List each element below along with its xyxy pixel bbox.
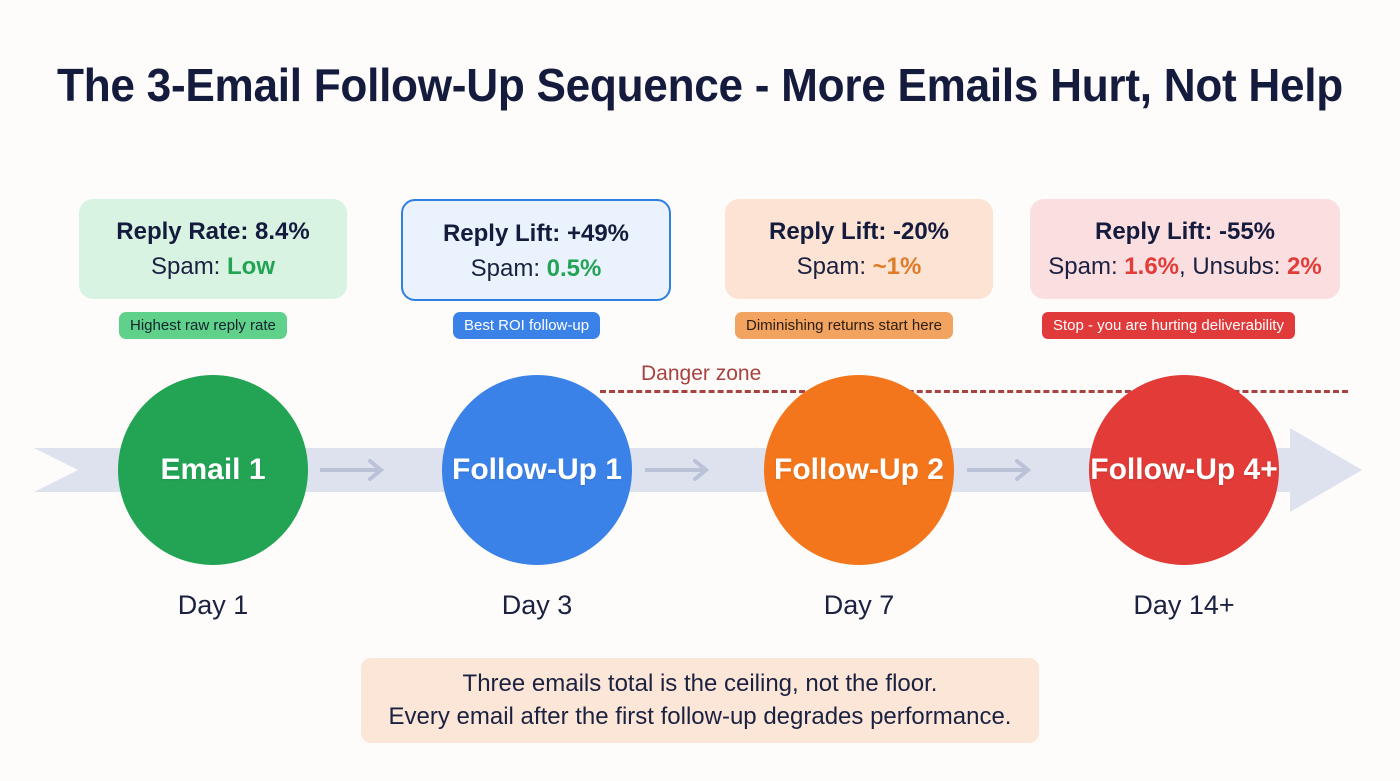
stat-card-2: Reply Lift: +49% Spam: 0.5% — [401, 199, 671, 301]
stat-card-2-spam-prefix: Spam: — [470, 254, 547, 282]
stat-card-4-metric: Reply Lift: -55% — [1094, 218, 1276, 245]
page-title: The 3-Email Follow-Up Sequence - More Em… — [57, 59, 1343, 111]
day-label-2: Day 3 — [501, 590, 573, 620]
stat-card-4: Reply Lift: -55% Spam: 1.6%, Unsubs: 2% — [1030, 199, 1340, 299]
stat-card-4-spam-prefix: Spam: — [1048, 252, 1125, 280]
stat-card-3-metric: Reply Lift: -20% — [768, 218, 950, 245]
footer-callout: Three emails total is the ceiling, not t… — [361, 658, 1039, 743]
stat-card-2-metric: Reply Lift: +49% — [442, 220, 630, 247]
stage-node-2[interactable]: Follow-Up 1 — [442, 375, 632, 565]
stat-card-3-spam-value: ~1% — [872, 252, 922, 280]
danger-zone-label: Danger zone — [641, 362, 762, 385]
day-label-4: Day 14+ — [1133, 590, 1235, 620]
stat-card-1-spam-prefix: Spam: — [150, 252, 228, 280]
badge-stage-4: Stop - you are hurting deliverability — [1042, 312, 1295, 339]
stat-card-1-spam: Spam: Low — [79, 251, 347, 283]
danger-zone-line — [600, 390, 1348, 393]
badge-stage-3: Diminishing returns start here — [735, 312, 953, 339]
stat-card-3-spam: Spam: ~1% — [725, 251, 993, 283]
timeline-arrowhead-icon — [1290, 428, 1362, 512]
stat-card-1-spam-value: Low — [227, 252, 276, 280]
footer-line-1: Three emails total is the ceiling, not t… — [462, 670, 938, 697]
stage-node-4[interactable]: Follow-Up 4+ — [1089, 375, 1279, 565]
connector-arrow-2-icon — [643, 459, 717, 481]
day-label-1: Day 1 — [177, 590, 249, 620]
stat-card-2-spam-value: 0.5% — [546, 254, 602, 282]
stat-card-1-metric: Reply Rate: 8.4% — [116, 218, 310, 245]
stat-card-4-spam-suffix: , Unsubs: — [1179, 252, 1288, 280]
day-label-3: Day 7 — [823, 590, 895, 620]
stat-card-2-spam: Spam: 0.5% — [403, 253, 669, 285]
stage-node-1[interactable]: Email 1 — [118, 375, 308, 565]
stat-card-1: Reply Rate: 8.4% Spam: Low — [79, 199, 347, 299]
connector-arrow-3-icon — [965, 459, 1039, 481]
badge-stage-1: Highest raw reply rate — [119, 312, 287, 339]
badge-stage-2: Best ROI follow-up — [453, 312, 601, 339]
stat-card-3-spam-prefix: Spam: — [796, 252, 873, 280]
stat-card-4-spam-value: 1.6% — [1124, 252, 1179, 280]
stage-node-3[interactable]: Follow-Up 2 — [764, 375, 954, 565]
stat-card-3: Reply Lift: -20% Spam: ~1% — [725, 199, 993, 299]
stat-card-4-spam: Spam: 1.6%, Unsubs: 2% — [1030, 251, 1340, 283]
stat-card-4-unsubs-value: 2% — [1287, 252, 1322, 280]
footer-line-2: Every email after the first follow-up de… — [388, 703, 1012, 730]
connector-arrow-1-icon — [318, 459, 392, 481]
